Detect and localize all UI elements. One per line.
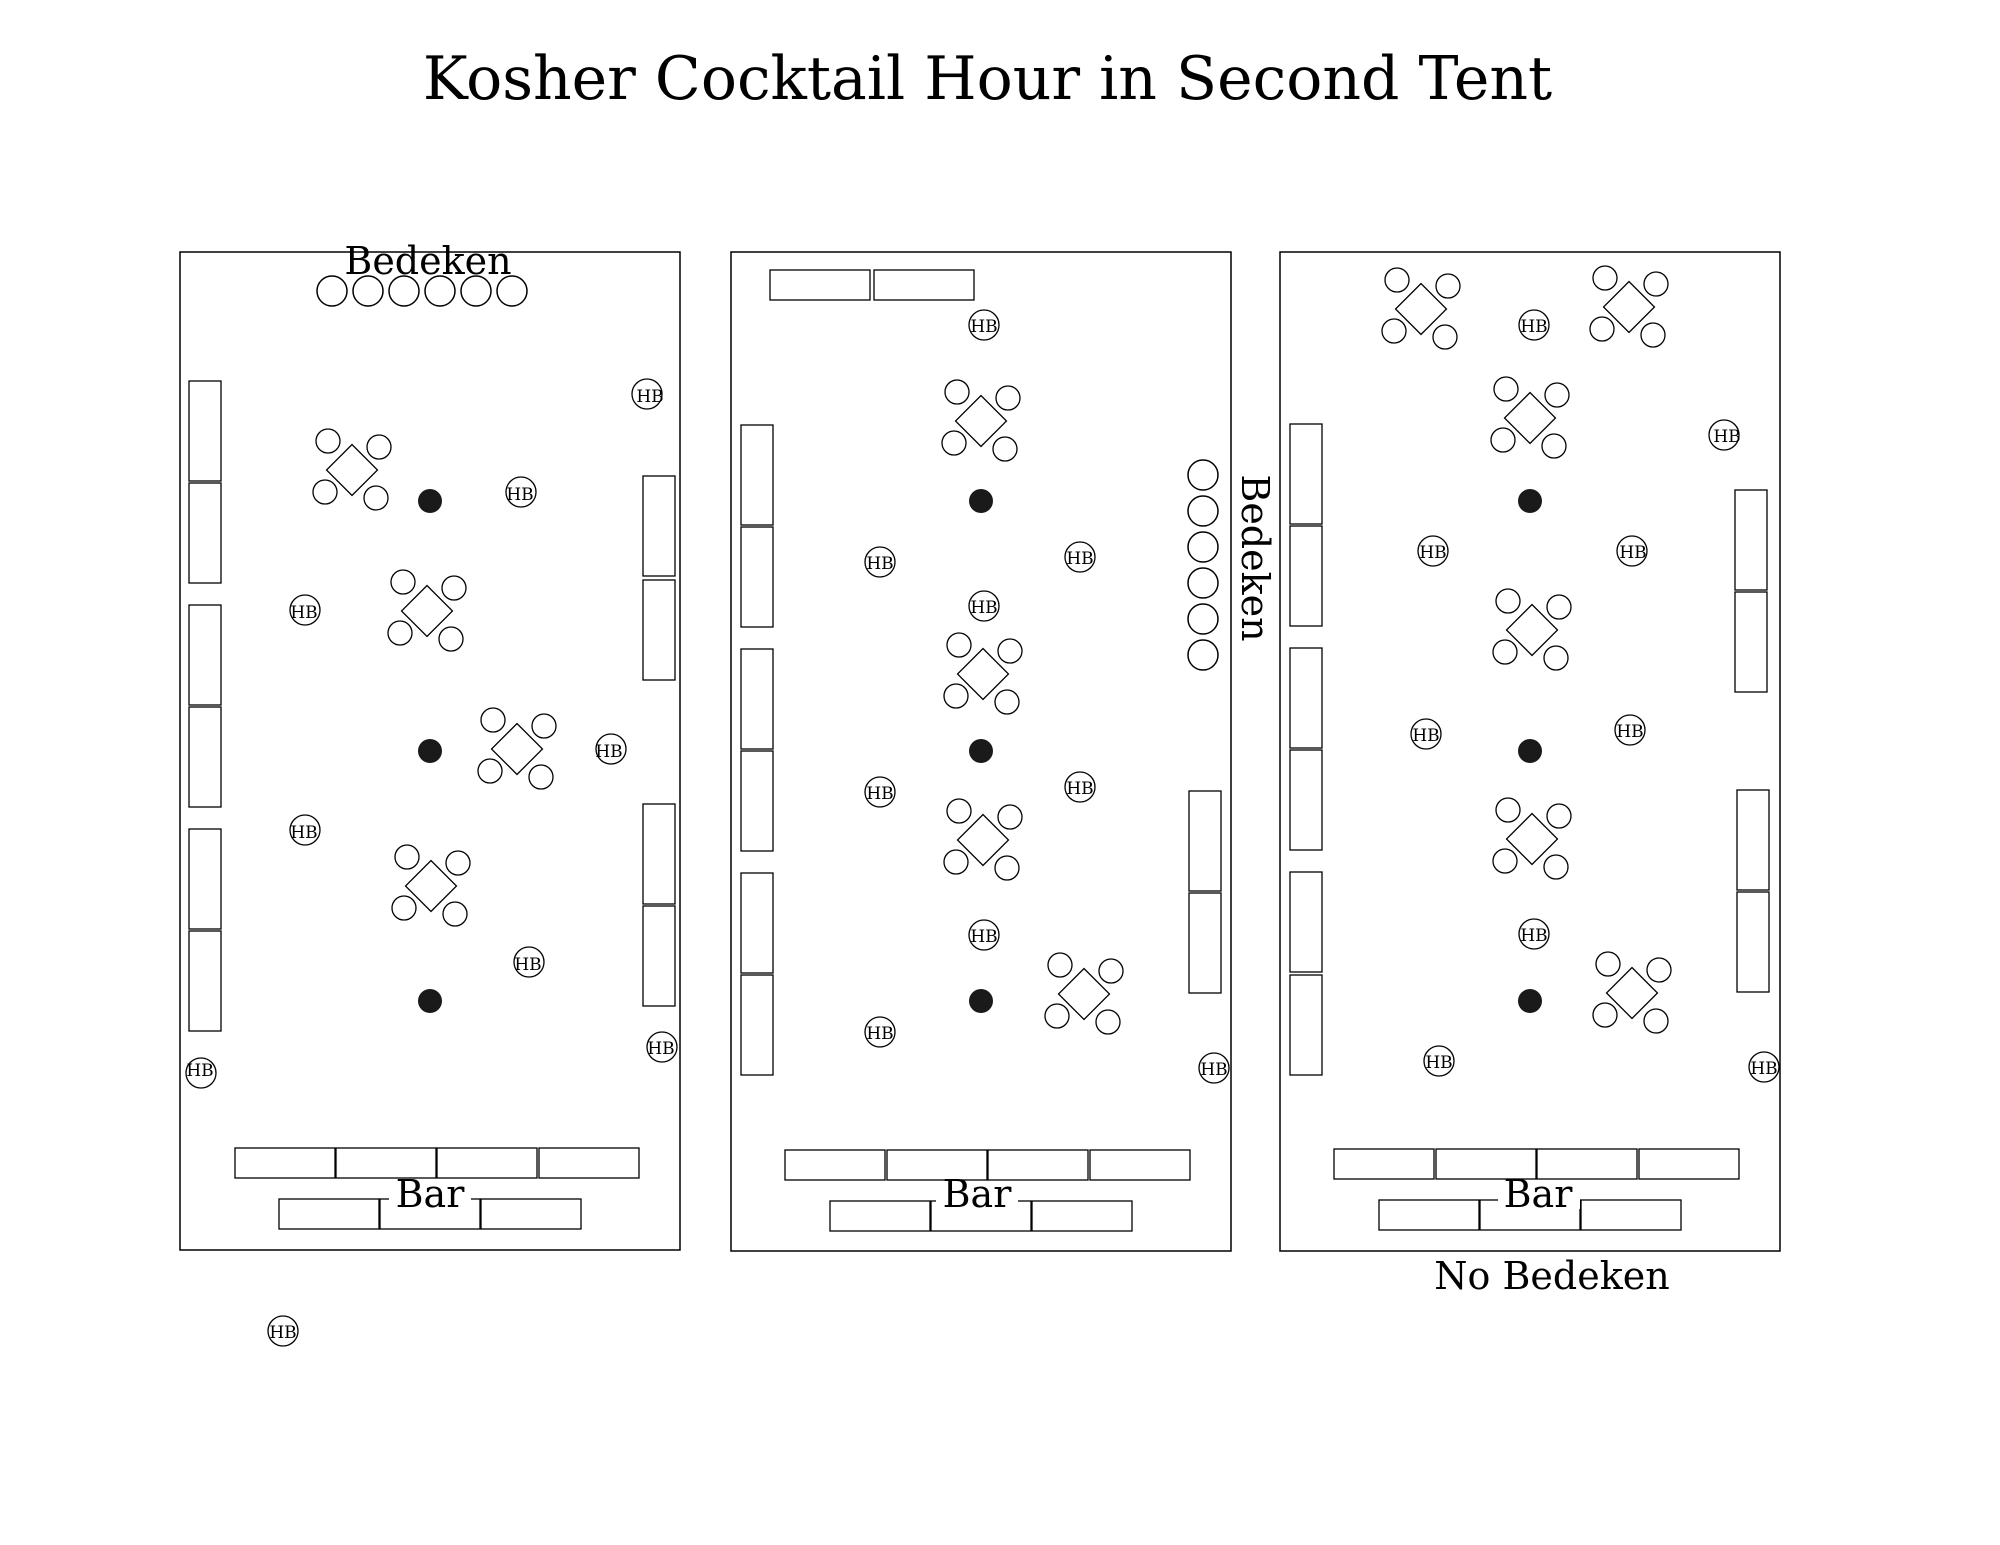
svg-text:HB: HB <box>970 598 997 618</box>
table-groups <box>1381 265 1672 1034</box>
highboy: HB <box>968 590 1000 622</box>
highboy: HB <box>631 378 664 410</box>
bar-label: Bar <box>1504 1172 1574 1216</box>
tent-posts <box>1518 489 1542 1013</box>
lounge-sofas <box>188 380 676 1032</box>
no-bedeken-label: No Bedeken <box>1434 1254 1669 1298</box>
highboy: HB <box>864 1016 896 1048</box>
highboy: HB <box>1616 535 1648 567</box>
highboy: HB <box>864 546 896 578</box>
svg-text:HB: HB <box>970 317 997 337</box>
svg-text:HB: HB <box>970 927 997 947</box>
lounge-sofas <box>740 269 1222 1076</box>
svg-text:HB: HB <box>1425 1053 1452 1073</box>
highboy: HB <box>1410 718 1442 750</box>
highboy: HB <box>1748 1051 1780 1083</box>
highboy: HB <box>513 946 545 978</box>
svg-text:HB: HB <box>636 387 663 407</box>
tent-outline <box>1279 251 1781 1252</box>
bar-label: Bar <box>396 1172 466 1216</box>
svg-text:HB: HB <box>186 1061 213 1081</box>
svg-text:HB: HB <box>1713 427 1740 447</box>
tent-outline <box>730 251 1232 1252</box>
highboy-tables: HB HB HB HB HB HB HB HB HB HB HB HB HB H… <box>185 309 1780 1347</box>
bar-label: Bar <box>943 1172 1013 1216</box>
svg-text:HB: HB <box>290 603 317 623</box>
svg-text:HB: HB <box>866 784 893 804</box>
highboy: HB <box>1518 918 1550 950</box>
table-groups <box>941 379 1124 1035</box>
highboy: HB <box>968 309 1000 341</box>
highboy: HB <box>267 1315 299 1347</box>
highboy: HB <box>185 1057 217 1089</box>
highboy: HB <box>1198 1052 1230 1084</box>
tent-posts <box>418 489 442 1013</box>
svg-text:HB: HB <box>1066 549 1093 569</box>
bedeken-label: Bedeken <box>1233 474 1277 641</box>
svg-text:HB: HB <box>1412 726 1439 746</box>
svg-text:HB: HB <box>866 1024 893 1044</box>
highboy: HB <box>595 733 627 765</box>
highboy: HB <box>968 919 1000 951</box>
bedeken-label: Bedeken <box>344 239 511 283</box>
svg-text:HB: HB <box>1520 317 1547 337</box>
layout-2: Bedeken Bar <box>730 251 1277 1252</box>
svg-text:HB: HB <box>1200 1060 1227 1080</box>
table-groups <box>312 428 557 927</box>
svg-text:HB: HB <box>1616 722 1643 742</box>
highboy: HB <box>289 594 321 626</box>
highboy: HB <box>1423 1045 1455 1077</box>
svg-text:HB: HB <box>595 742 622 762</box>
highboy: HB <box>1614 714 1646 746</box>
highboy: HB <box>1064 541 1096 573</box>
highboy: HB <box>505 476 537 508</box>
svg-text:HB: HB <box>514 955 541 975</box>
svg-text:HB: HB <box>290 823 317 843</box>
svg-text:HB: HB <box>1066 779 1093 799</box>
svg-text:HB: HB <box>1750 1059 1777 1079</box>
svg-text:HB: HB <box>269 1323 296 1343</box>
svg-text:HB: HB <box>866 554 893 574</box>
bar-counters <box>234 1147 640 1230</box>
highboy: HB <box>1708 419 1741 451</box>
highboy: HB <box>1064 771 1096 803</box>
layout-1: Bedeken Bar <box>179 239 681 1251</box>
svg-text:HB: HB <box>1419 543 1446 563</box>
tent-outline <box>179 251 681 1251</box>
svg-text:HB: HB <box>1619 543 1646 563</box>
bedeken-chairs <box>316 275 528 307</box>
highboy: HB <box>1417 535 1449 567</box>
svg-text:HB: HB <box>506 485 533 505</box>
svg-text:HB: HB <box>1520 926 1547 946</box>
highboy: HB <box>1518 309 1550 341</box>
svg-text:HB: HB <box>647 1039 674 1059</box>
bedeken-chairs <box>1187 459 1219 671</box>
highboy: HB <box>289 814 321 846</box>
page-title: Kosher Cocktail Hour in Second Tent <box>422 44 1553 114</box>
highboy: HB <box>646 1031 678 1063</box>
bar-counters <box>784 1149 1191 1232</box>
tent-posts <box>969 489 993 1013</box>
lounge-sofas <box>1289 423 1770 1076</box>
layout-3: No Bedeken Bar <box>1279 251 1781 1298</box>
highboy: HB <box>864 776 896 808</box>
